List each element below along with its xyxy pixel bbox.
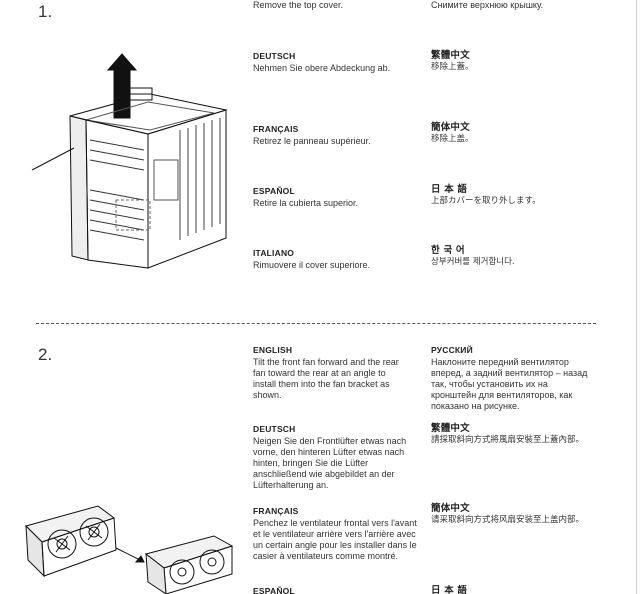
pc-case-top-cover-illustration [31,53,228,269]
page-edge [636,0,637,594]
step1-francais: FRANÇAIS Retirez le panneau supérieur. [253,124,371,146]
step2-espanol: ESPAÑOL [253,586,295,594]
step2-simplified-chinese: 簡体中文 请采取斜向方式将风扇安装至上盖内部。 [431,503,585,525]
step1-traditional-chinese: 繁體中文 移除上蓋。 [431,50,474,72]
fan-bracket-illustration [25,505,234,594]
step1-espanol: ESPAÑOL Retire la cubierta superior. [253,186,359,208]
step2-francais: FRANÇAIS Penchez le ventilateur frontal … [253,506,417,561]
step2-english: ENGLISH Tilt the front fan forward and t… [253,345,399,400]
step1-korean: 한 국 어 상부커버를 제거합니다. [431,245,515,267]
step1-russian: Снимите верхнюю крышку. [431,0,544,10]
section-divider [36,323,596,324]
up-arrow-icon [106,53,138,119]
step2-russian: РУССКИЙ Наклоните передний вентилятор вп… [431,345,588,411]
step2-traditional-chinese: 繁體中文 請採取斜向方式將風扇安裝至上蓋內部。 [431,423,585,445]
step1-deutsch: DEUTSCH Nehmen Sie obere Abdeckung ab. [253,51,391,73]
step1-japanese: 日 本 語 上部カバーを取り外します。 [431,184,541,206]
step2-deutsch: DEUTSCH Neigen Sie den Frontlüfter etwas… [253,424,407,490]
step2-japanese: 日 本 語 [431,585,468,594]
step1-english: Remove the top cover. [253,0,344,10]
step-1-number: 1. [38,2,53,21]
step1-simplified-chinese: 簡体中文 移除上盖。 [431,122,474,144]
step-2-number: 2. [38,345,53,364]
step1-italiano: ITALIANO Rimuovere il cover superiore. [253,248,371,270]
